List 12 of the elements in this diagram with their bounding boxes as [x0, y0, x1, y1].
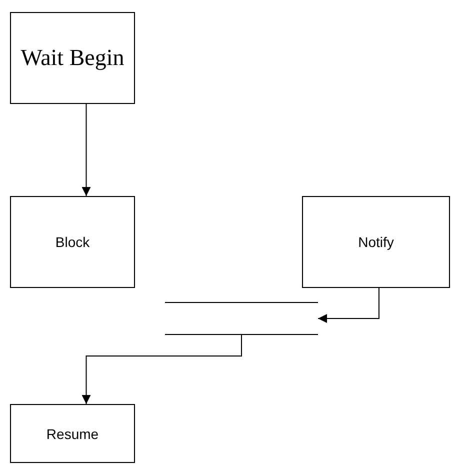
- arrow: [82, 104, 91, 196]
- node-label: Notify: [358, 234, 394, 250]
- process-box: [302, 196, 450, 288]
- arrow: [318, 288, 380, 323]
- node-label: Block: [55, 234, 90, 250]
- arrow: [82, 334, 242, 404]
- process-box: [10, 196, 135, 288]
- process-box: [10, 12, 135, 104]
- process-box: [10, 404, 135, 463]
- node-label: Wait Begin: [20, 45, 124, 71]
- queue-symbol: [165, 302, 318, 335]
- node-label: Resume: [46, 426, 99, 442]
